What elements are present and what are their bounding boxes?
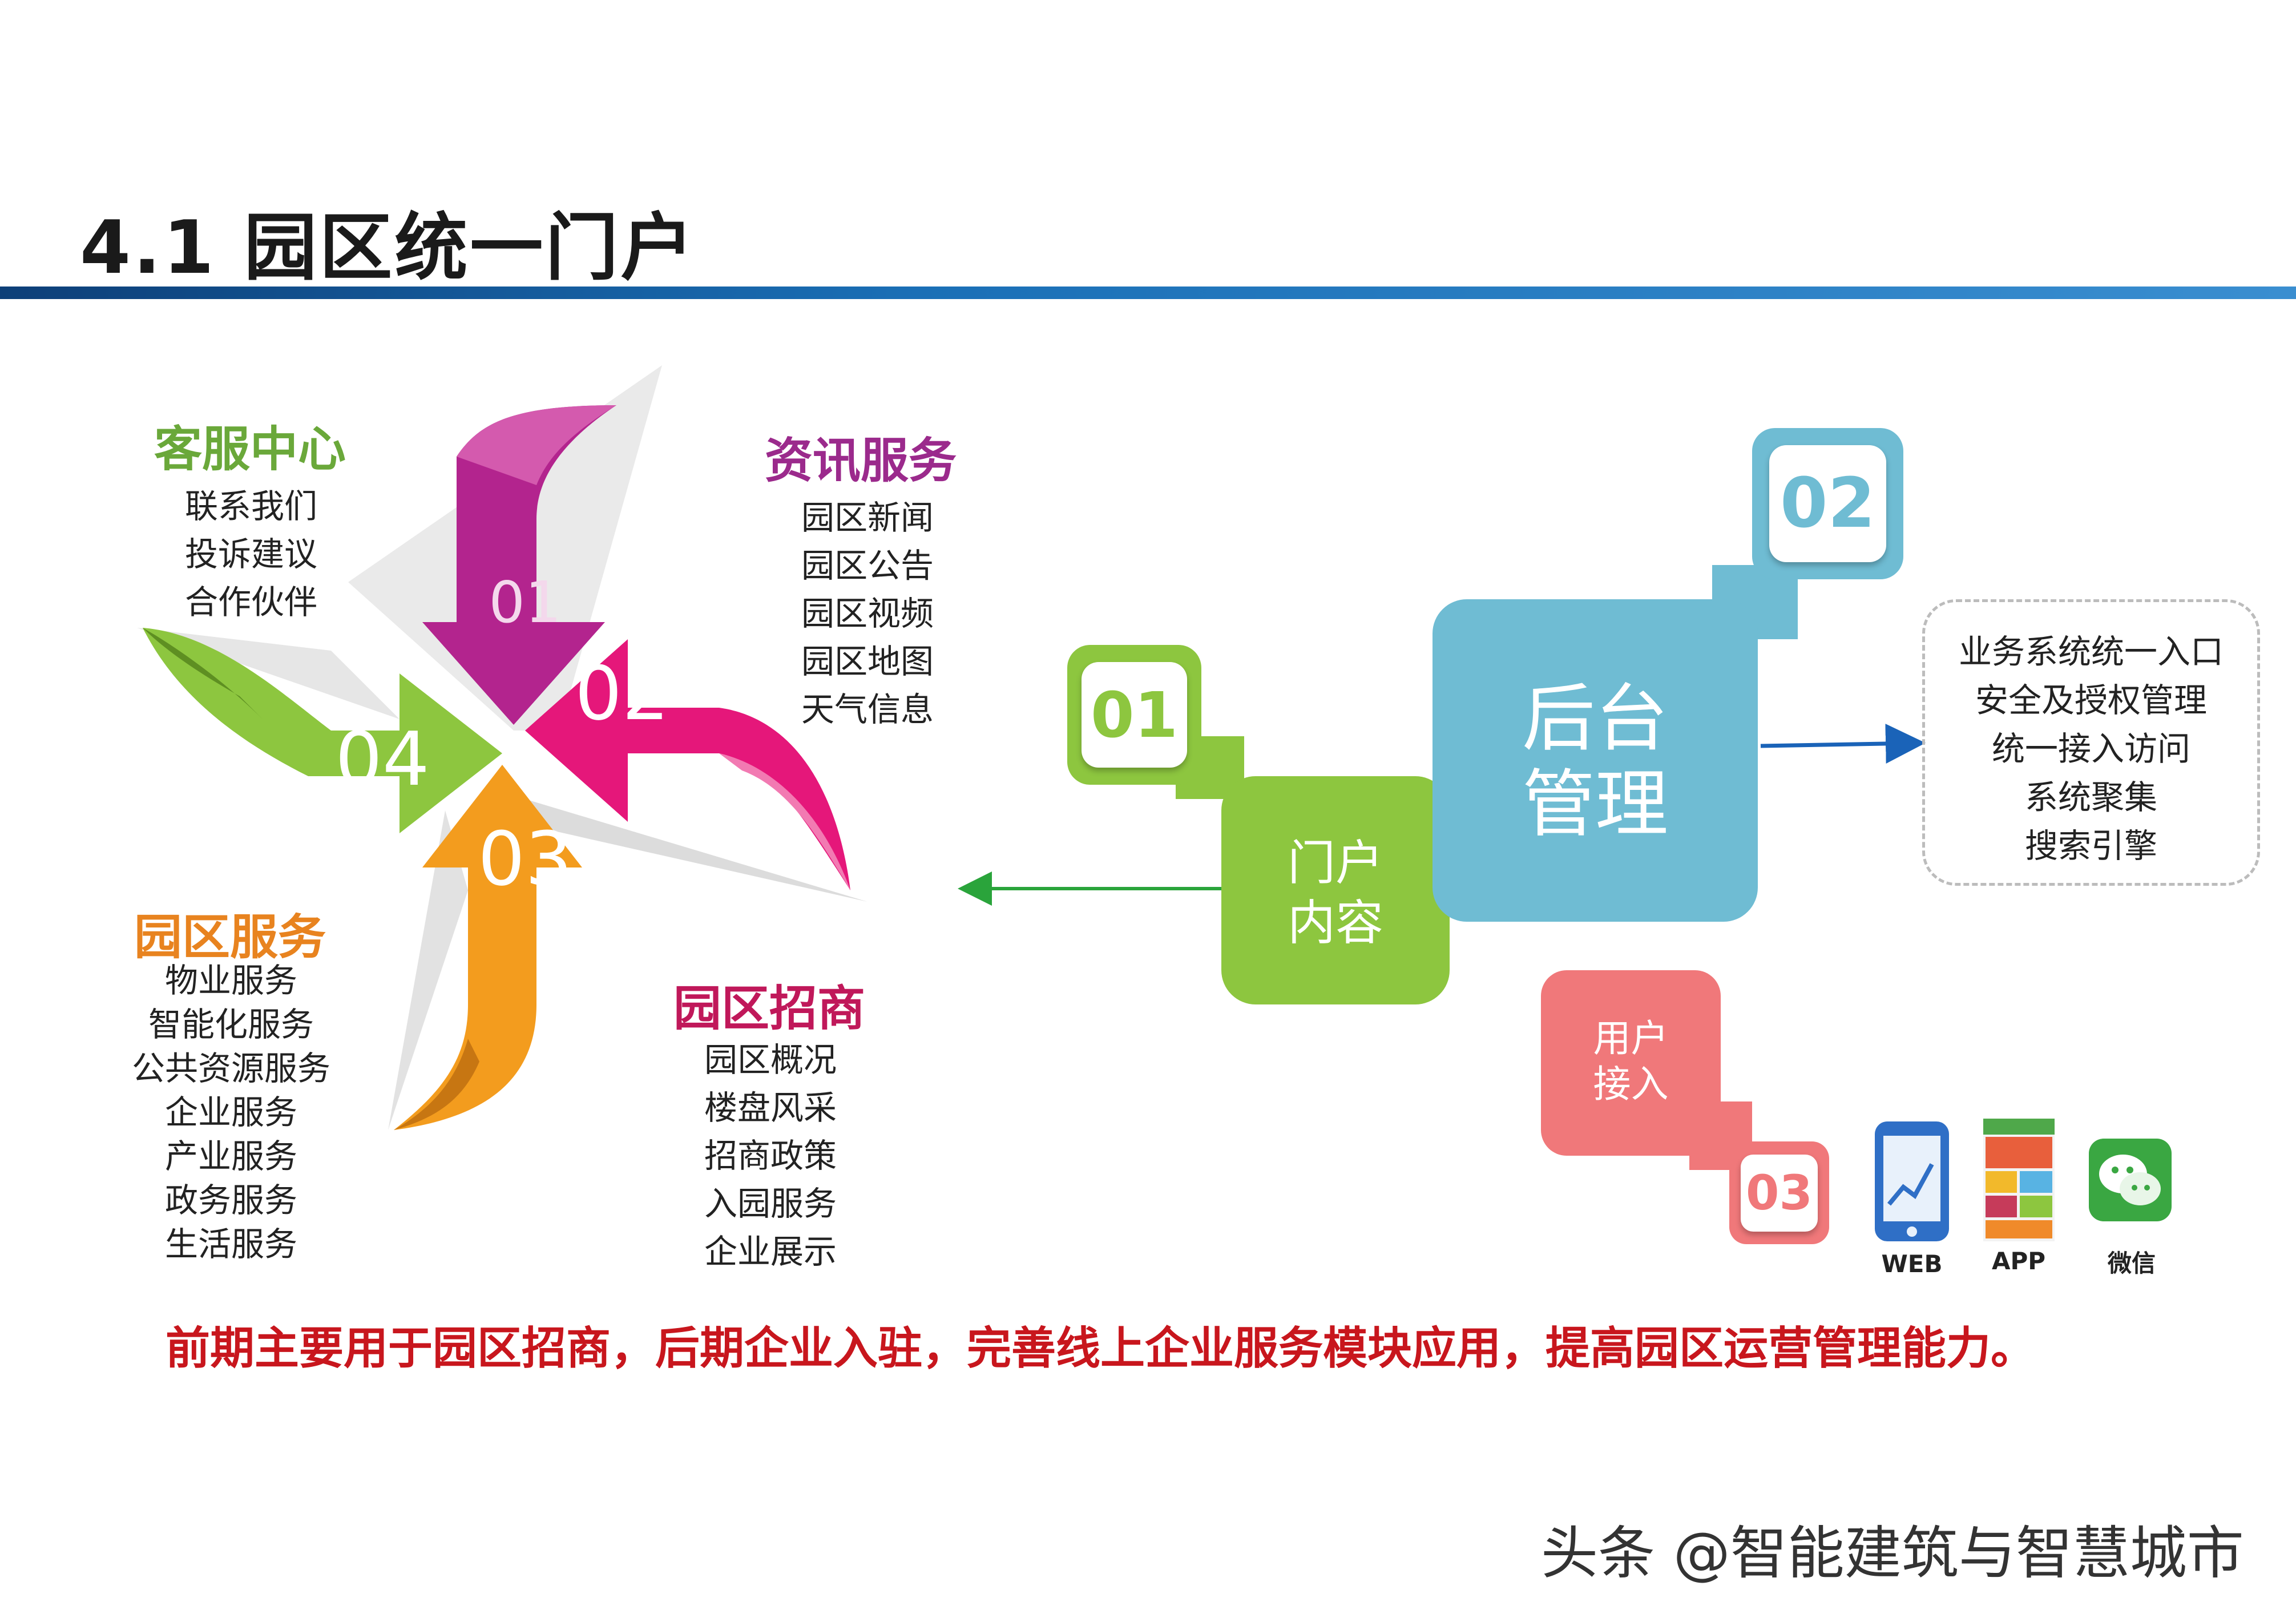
- blade-03: 03: [394, 765, 582, 1130]
- list-item: 企业服务: [164, 1093, 297, 1132]
- user-number-tab: 03: [1729, 1141, 1829, 1244]
- list-item: 楼盘风采: [704, 1088, 837, 1127]
- list-item: 产业服务: [164, 1137, 297, 1176]
- list-item: 招商政策: [704, 1136, 837, 1175]
- list-item: 园区公告: [801, 546, 934, 585]
- app-screen-icon: [1983, 1119, 2055, 1241]
- list-item: 安全及授权管理: [1975, 681, 2207, 720]
- portal-label-line2: 内容: [1287, 895, 1383, 951]
- list-item: 园区地图: [801, 642, 934, 681]
- list-item: 系统聚集: [2024, 778, 2157, 817]
- category-title-kefu: 客服中心: [154, 421, 346, 477]
- summary-text: 前期主要用于园区招商，后期企业入驻，完善线上企业服务模块应用，提高园区运营管理能…: [166, 1323, 2036, 1374]
- title-underline: [0, 287, 2296, 299]
- category-list-kefu: 联系我们 投诉建议 合作伙伴: [166, 482, 337, 626]
- category-list-zhaoshang: 园区概况 楼盘风采 招商政策 入园服务 企业展示: [685, 1036, 856, 1276]
- list-item: 业务系统统一入口: [1958, 632, 2224, 671]
- channel-label-wechat: 微信: [2107, 1249, 2156, 1277]
- category-title-zhaoshang: 园区招商: [673, 980, 866, 1036]
- list-item: 统一接入访问: [1991, 729, 2190, 768]
- blade-number: 02: [575, 650, 669, 737]
- blade-04: 04: [143, 628, 502, 833]
- pinwheel-shadow: [388, 810, 468, 1130]
- category-title-zixun: 资讯服务: [765, 433, 957, 489]
- backend-features-list: 业务系统统一入口 安全及授权管理 统一接入访问 系统聚集 搜索引擎: [1925, 628, 2257, 870]
- wechat-icon: [2089, 1139, 2172, 1221]
- pinwheel-shadow: [514, 799, 867, 902]
- category-list-yuanqu-fuwu: 物业服务 智能化服务 公共资源服务 企业服务 产业服务 政务服务 生活服务: [117, 959, 345, 1266]
- channel-label-web: WEB: [1881, 1250, 1943, 1278]
- category-title-yuanqu-fuwu: 园区服务: [134, 909, 326, 965]
- category-list-zixun: 园区新闻 园区公告 园区视频 园区地图 天气信息: [782, 494, 953, 733]
- blade-number: 01: [489, 569, 561, 636]
- user-label-line1: 用户: [1593, 1016, 1669, 1060]
- portal-label-line1: 门户: [1287, 835, 1383, 891]
- list-item: 园区概况: [704, 1040, 837, 1079]
- list-item: 搜索引擎: [2024, 826, 2157, 865]
- backend-features-box: 业务系统统一入口 安全及授权管理 统一接入访问 系统聚集 搜索引擎: [1922, 599, 2260, 886]
- blade-01: 01: [422, 405, 616, 725]
- pinwheel-diagram: 01 02 03 04: [137, 365, 867, 1130]
- list-item: 物业服务: [164, 961, 297, 1000]
- slide-title: 4.1 园区统一门户: [80, 205, 696, 290]
- user-access-box: 用户 接入: [1541, 970, 1721, 1156]
- portal-number: 01: [1082, 662, 1187, 768]
- user-label-line2: 接入: [1593, 1062, 1669, 1106]
- list-item: 政务服务: [164, 1181, 297, 1220]
- web-phone-icon: [1872, 1119, 1952, 1244]
- list-item: 天气信息: [801, 690, 934, 729]
- backend-to-features-arrow: [1760, 724, 1926, 764]
- list-item: 生活服务: [164, 1225, 297, 1264]
- backend-number: 02: [1769, 445, 1886, 562]
- list-item: 入园服务: [704, 1184, 837, 1223]
- list-item: 园区视频: [801, 594, 934, 633]
- blade-number: 04: [335, 716, 429, 802]
- backend-management-box: 后台 管理: [1433, 599, 1758, 922]
- portal-content-box: 门户 内容: [1221, 776, 1450, 1004]
- list-item: 合作伙伴: [184, 583, 317, 622]
- backend-label-line2: 管理: [1522, 762, 1668, 847]
- blade-02: 02: [525, 639, 850, 890]
- list-item: 投诉建议: [184, 535, 317, 574]
- list-item: 联系我们: [184, 487, 317, 526]
- backend-label-line1: 后台: [1522, 676, 1668, 761]
- user-number: 03: [1741, 1154, 1818, 1232]
- watermark-text: 头条 @智能建筑与智慧城市: [1541, 1520, 2244, 1587]
- list-item: 智能化服务: [148, 1005, 314, 1044]
- backend-number-tab: 02: [1752, 428, 1903, 579]
- list-item: 公共资源服务: [131, 1049, 330, 1088]
- channel-label-app: APP: [1991, 1247, 2046, 1275]
- portal-number-tab: 01: [1067, 645, 1201, 785]
- blade-number: 03: [478, 816, 572, 902]
- list-item: 企业展示: [704, 1232, 837, 1271]
- list-item: 园区新闻: [801, 498, 934, 537]
